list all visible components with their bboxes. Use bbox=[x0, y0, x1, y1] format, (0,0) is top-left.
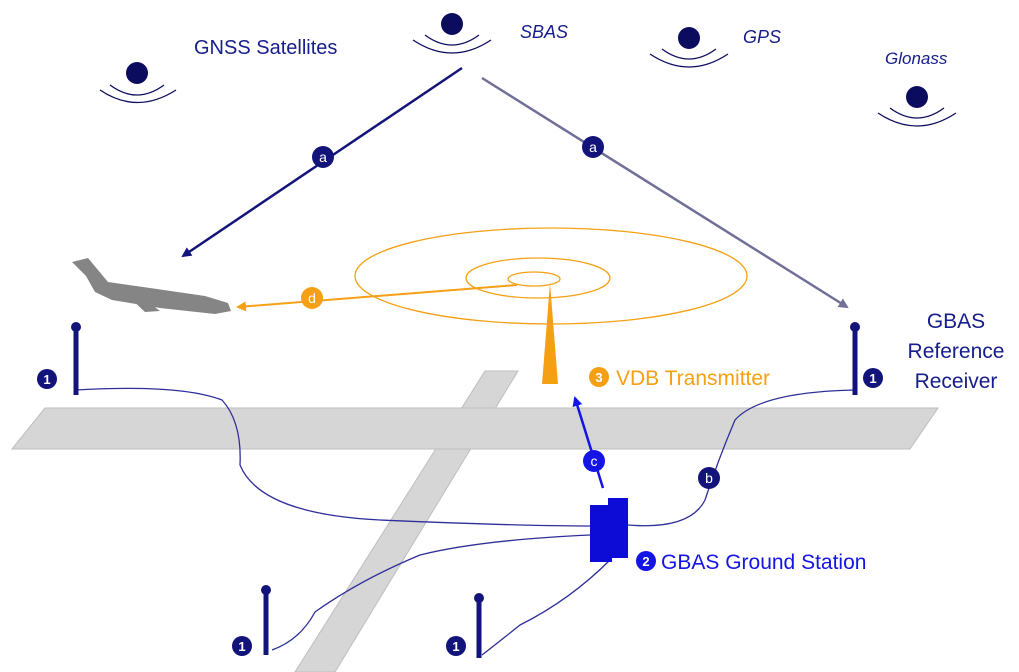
ground-station-to-transmitter-arrow bbox=[572, 396, 605, 489]
main-runway bbox=[10, 407, 939, 450]
marker-a-right-label: a bbox=[589, 139, 597, 155]
reference-receiver-bottom-right bbox=[474, 593, 484, 658]
aircraft-icon bbox=[72, 258, 231, 314]
label-vdb-transmitter: VDB Transmitter bbox=[616, 367, 770, 390]
label-gbas-reference-receiver-line1: GBAS bbox=[927, 310, 985, 333]
reference-receiver-right bbox=[850, 322, 860, 395]
marker-a-left-label: a bbox=[319, 149, 327, 165]
marker-c: c bbox=[583, 450, 605, 472]
label-gps: GPS bbox=[743, 27, 781, 47]
marker-1-bottom-right-label: 1 bbox=[452, 639, 459, 654]
marker-d: d bbox=[301, 287, 323, 309]
marker-1-left-label: 1 bbox=[43, 372, 50, 387]
label-gnss-satellites: GNSS Satellites bbox=[194, 37, 337, 59]
label-sbas: SBAS bbox=[520, 22, 568, 42]
marker-1-right: 1 bbox=[863, 368, 883, 388]
marker-1-bottom-left-label: 1 bbox=[238, 639, 245, 654]
marker-d-label: d bbox=[308, 290, 316, 306]
label-gbas-reference-receiver-line2: Reference bbox=[908, 340, 1005, 363]
vdb-transmitter-tower bbox=[542, 283, 558, 384]
marker-b: b bbox=[698, 467, 720, 489]
reference-receiver-left bbox=[71, 322, 81, 395]
cables bbox=[75, 387, 856, 656]
satellite-sbas bbox=[412, 13, 492, 54]
satellite-gnss bbox=[99, 62, 177, 104]
marker-1-left: 1 bbox=[37, 369, 57, 389]
marker-2: 2 bbox=[636, 551, 656, 571]
marker-3: 3 bbox=[589, 367, 609, 387]
vdb-uplink-arrow bbox=[236, 284, 518, 312]
marker-3-label: 3 bbox=[595, 370, 602, 385]
marker-b-label: b bbox=[705, 470, 713, 486]
marker-2-label: 2 bbox=[642, 554, 649, 569]
label-gbas-ground-station: GBAS Ground Station bbox=[661, 551, 866, 574]
satellite-glonass bbox=[877, 86, 957, 127]
marker-1-bottom-right: 1 bbox=[446, 636, 466, 656]
marker-a-right: a bbox=[582, 136, 604, 158]
marker-c-label: c bbox=[591, 453, 598, 469]
reference-receiver-bottom-left bbox=[261, 585, 271, 655]
signal-arrow-to-reference-receiver bbox=[481, 76, 849, 309]
marker-a-left: a bbox=[312, 146, 334, 168]
marker-1-right-label: 1 bbox=[869, 371, 876, 386]
satellite-gps bbox=[649, 27, 729, 68]
gbas-ground-station-icon bbox=[590, 498, 628, 562]
label-glonass: Glonass bbox=[885, 49, 948, 68]
marker-1-bottom-left: 1 bbox=[232, 636, 252, 656]
label-gbas-reference-receiver-line3: Receiver bbox=[915, 370, 998, 393]
